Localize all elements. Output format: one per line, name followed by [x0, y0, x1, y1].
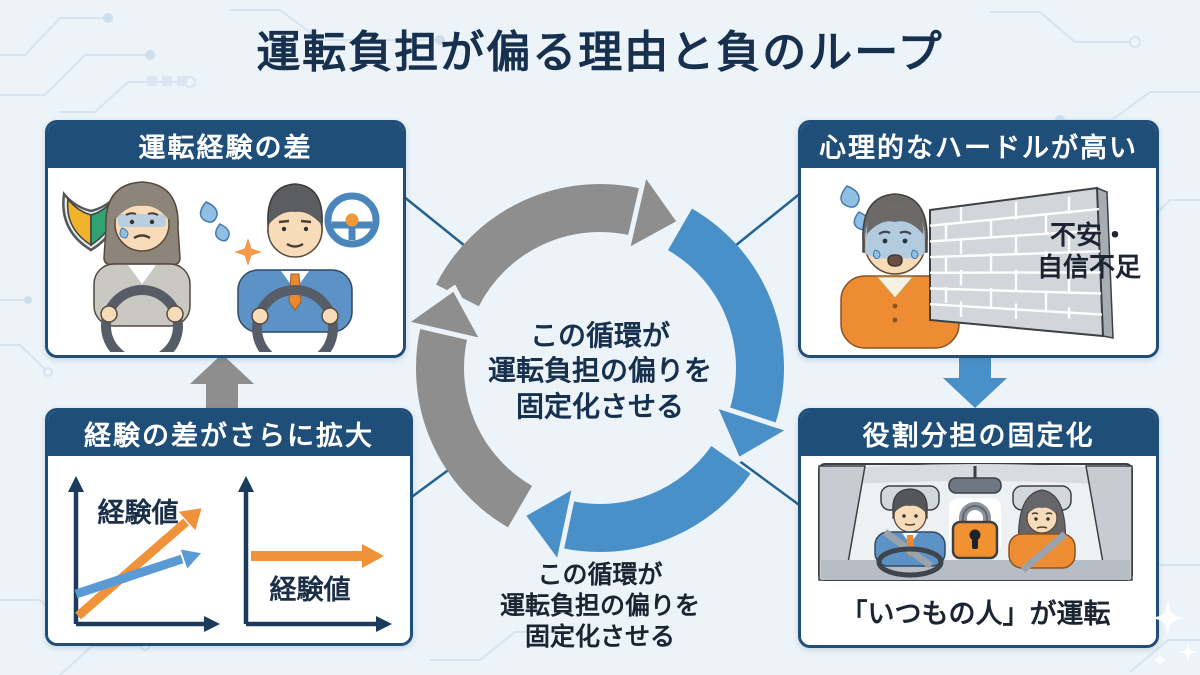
- anxiety-caption: 不安・ 自信不足: [1029, 220, 1149, 283]
- connector-line-top-left: [397, 191, 471, 251]
- car-interior-illustration: [818, 463, 1133, 581]
- loop-center-caption-line2: 運転負担の偏りを: [487, 355, 712, 387]
- card-gap-expands: 経験の差がさらに拡大 経験値: [45, 408, 413, 646]
- loop-arrowhead-gray-left: [400, 284, 488, 345]
- anxiety-caption-line1: 不安・: [1049, 220, 1128, 250]
- padlock-icon: [949, 498, 1001, 560]
- brick-wall-illustration: [929, 186, 1114, 339]
- card-psych-hurdle-header: 心理的なハードルが高い: [801, 123, 1156, 168]
- sparkle-decoration: [1150, 600, 1198, 668]
- loop-center-caption: この循環が 運転負担の偏りを 固定化させる: [440, 318, 760, 424]
- beginner-mark-icon: [62, 190, 120, 252]
- loop-arc-blue-bottom: [561, 445, 751, 552]
- experience-gap-illustration: [62, 181, 380, 352]
- sweat-drops-icon: [199, 201, 230, 242]
- anxiety-caption-line2: 自信不足: [1036, 251, 1141, 282]
- loop-bottom-caption-line3: 固定化させる: [524, 623, 675, 651]
- steering-wheel-icon: [324, 192, 380, 248]
- loop-arrowhead-blue-bottom: [519, 480, 579, 570]
- worried-woman-driver-illustration: [93, 181, 191, 352]
- page-title: 運転負担が偏る理由と負のループ: [256, 28, 944, 77]
- loop-center-caption-line1: この循環が: [529, 320, 670, 351]
- loop-arc-gray-left: [416, 326, 533, 528]
- loop-arc-gray-top: [436, 184, 642, 307]
- loop-arrowhead-blue-right: [709, 400, 797, 464]
- experience-chart-left: 経験値: [68, 476, 220, 632]
- loop-arc-blue-right: [667, 208, 785, 425]
- card-fixed-roles: 役割分担の固定化: [798, 408, 1159, 648]
- loop-bottom-caption: この循環が 運転負担の偏りを 固定化させる: [440, 560, 760, 653]
- connector-line-bottom-right: [737, 458, 803, 509]
- card-experience-gap-header: 運転経験の差: [48, 123, 403, 168]
- experience-charts: 経験値 経験値: [68, 476, 392, 632]
- sparkle-icon: [234, 238, 262, 266]
- psych-hurdle-illustration: [840, 185, 1114, 349]
- loop-center-caption-line3: 固定化させる: [515, 390, 684, 422]
- down-arrow-between-right-boxes: [943, 354, 1007, 408]
- rearview-mirror: [948, 466, 1002, 494]
- card-experience-gap: 運転経験の差: [45, 120, 406, 358]
- loop-bottom-caption-line2: 運転負担の偏りを: [499, 592, 700, 620]
- experience-chart-left-label: 経験値: [98, 497, 179, 528]
- card-gap-expands-header: 経験の差がさらに拡大: [48, 411, 410, 456]
- loop-arrowhead-gray-top: [623, 167, 684, 256]
- usual-driver-caption: 「いつもの人」が運転: [840, 599, 1111, 629]
- driver-man: [874, 485, 946, 578]
- card-psych-hurdle: 心理的なハードルが高い: [798, 120, 1159, 358]
- experience-chart-right: 経験値: [238, 476, 392, 632]
- loop-bottom-caption-line1: この循環が: [537, 561, 663, 589]
- up-arrow-between-left-boxes: [190, 354, 254, 408]
- card-fixed-roles-header: 役割分担の固定化: [801, 411, 1156, 456]
- negative-loop-circle: [400, 167, 797, 570]
- connector-line-top-right: [729, 191, 803, 251]
- passenger-woman: [1008, 485, 1076, 573]
- confident-man-driver-illustration: [237, 183, 353, 352]
- experience-chart-right-label: 経験値: [270, 574, 351, 605]
